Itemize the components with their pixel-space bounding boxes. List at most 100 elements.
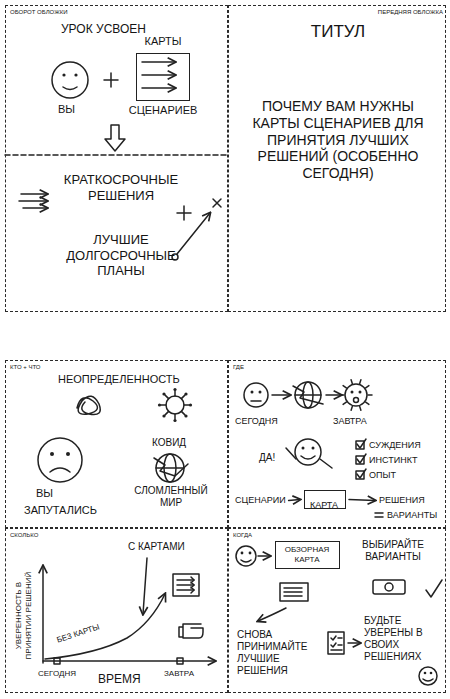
- text-label: РЕШЕНИЯ: [379, 495, 425, 506]
- when-illustration: [236, 546, 442, 685]
- flow-arrow: [349, 499, 375, 501]
- map-box: КАРТЫСЦЕНАРИЕВ: [136, 53, 190, 101]
- text-label: СЦЕНАРИЕВ: [129, 104, 198, 117]
- decision-arrows: [19, 194, 47, 208]
- spike-stroke: [174, 391, 176, 396]
- spike-stroke: [181, 411, 185, 415]
- spike-stroke: [343, 402, 346, 404]
- spike-dot: [173, 388, 176, 391]
- spike-dot: [162, 392, 165, 395]
- face-icon: [244, 383, 268, 407]
- broken-globe: [154, 454, 188, 482]
- text-label: БЕЗ КАРТЫ: [56, 622, 101, 645]
- panel-label: СКОЛЬКО: [10, 532, 38, 539]
- face-icon: [236, 546, 256, 566]
- spike-stroke: [366, 386, 369, 388]
- happy-face: [419, 667, 437, 685]
- y-axis: [42, 566, 44, 663]
- text-label: КОВИД: [152, 437, 186, 449]
- text-label: СЕГОДНЯ: [235, 416, 278, 427]
- text-label: ВРЕМЯ: [98, 672, 141, 686]
- map-icon: [173, 574, 199, 596]
- spike-stroke: [340, 394, 344, 396]
- panel-label: ОБОРОТ ОБЛОЖКИ: [10, 9, 68, 16]
- panel: ОБОРОТ ОБЛОЖКИУРОК УСВОЕНВЫКРАТКОСРОЧНЫЕ…: [5, 5, 228, 312]
- text-label: ПОЧЕМУ ВАМ НУЖНЫ КАРТЫ СЦЕНАРИЕВ ДЛЯ ПРИ…: [243, 98, 433, 182]
- text-label: ДА!: [259, 452, 275, 464]
- text-label: СНОВА ПРИНИМАЙТЕ ЛУЧШИЕ РЕШЕНИЯ: [237, 629, 322, 677]
- hand-pointer: [179, 624, 203, 638]
- text-label: ВЫ: [36, 487, 53, 500]
- text-label: УРОК УСВОЕН: [61, 22, 146, 36]
- text-label: НЕОПРЕДЕЛЕННОСТЬ: [58, 373, 180, 386]
- lesson-illustration: [5, 62, 228, 260]
- spike-stroke: [366, 402, 369, 404]
- text-label: ИНСТИНКТ: [369, 455, 417, 466]
- arrow: [326, 394, 341, 396]
- how-much-illustration: [43, 558, 215, 664]
- down-arrow: [105, 125, 125, 151]
- text-label: КАРТА: [310, 500, 338, 511]
- spike-stroke: [360, 380, 361, 384]
- spike-stroke: [360, 406, 361, 410]
- text-label: С КАРТАМИ: [128, 541, 185, 553]
- checklist-icon: [328, 632, 344, 654]
- text-label: ВЫБИРАЙТЕ ВАРИАНТЫ: [347, 539, 439, 563]
- plan-arrow: [172, 199, 221, 260]
- map-arrows: [142, 62, 175, 88]
- spike-stroke: [343, 386, 346, 388]
- spike-dot: [184, 392, 187, 395]
- panel: ПЕРЕДНЯЯ ОБЛОЖКА ТИТУЛ ПОЧЕМУ ВАМ НУЖНЫ КА…: [228, 5, 446, 312]
- spike-dot: [162, 414, 165, 417]
- spike-stroke: [181, 395, 185, 399]
- arrow: [143, 558, 147, 614]
- checkboxes: [356, 439, 366, 479]
- spike-stroke: [368, 394, 372, 396]
- spike-dot: [173, 419, 176, 422]
- spike-stroke: [184, 404, 189, 406]
- arrow: [258, 555, 270, 557]
- text-label: ЗАВТРА: [164, 669, 194, 679]
- curved-arrow: [258, 608, 286, 621]
- money-icon: [373, 580, 405, 594]
- divider-line: [5, 154, 228, 156]
- text-label: КРАТКОСРОЧНЫЕ РЕШЕНИЯ: [56, 172, 186, 203]
- plus-sign: [177, 206, 191, 220]
- happy-face: [286, 439, 332, 468]
- plus-sign: [104, 73, 118, 87]
- sad-face: [38, 438, 82, 482]
- panel: КТО + ЧТОНЕОПРЕДЕЛЕННОСТЬВЫЗАПУТАЛИСЬКОВ…: [5, 360, 228, 528]
- text-label: ЗАВТРА: [333, 416, 367, 427]
- arrow: [348, 642, 360, 644]
- text-label: ЛУЧШИЕ ДОЛГОСРОЧНЫЕ ПЛАНЫ: [56, 232, 186, 279]
- panel-label: КТО + ЧТО: [10, 364, 40, 371]
- text-label: СЛОМЛЕННЫЙ МИР: [128, 485, 214, 509]
- broken-globe: [293, 382, 323, 408]
- spike-stroke: [351, 406, 352, 410]
- spike-dot: [158, 403, 161, 406]
- spike-stroke: [165, 411, 169, 415]
- panel-label: ГДЕ: [233, 364, 244, 371]
- text-label: ТИТУЛ: [288, 22, 388, 42]
- virus-icon: [158, 388, 192, 422]
- text-label: СЦЕНАРИИ: [235, 495, 286, 506]
- panel-label: ПЕРЕДНЯЯ ОБЛОЖКА: [369, 9, 443, 16]
- text-label: БУДЬТЕ УВЕРЕНЫ В СВОИХ РЕШЕНИЯХ: [364, 615, 434, 663]
- arrow: [272, 394, 290, 396]
- spike-stroke: [165, 395, 169, 399]
- tick: [54, 658, 60, 664]
- text-label: КАРТЫ: [144, 35, 181, 48]
- check-mark: [426, 580, 442, 597]
- panel-label: КОГДА: [233, 532, 252, 539]
- text-label: УВЕРЕННОСТЬ В ПРИНЯТИИ РЕШЕНИЙ: [14, 571, 33, 661]
- tick: [177, 658, 183, 664]
- who-what-illustration: [38, 388, 192, 482]
- text-label: ВАРИАНТЫ: [387, 510, 437, 521]
- text-label: СУЖДЕНИЯ: [369, 440, 421, 451]
- x-axis: [43, 660, 215, 662]
- panel: КОГДА ВЫБИРАЙТЕ ВАРИАНТЫ СНОВА ПРИНИМАЙТЕ …: [228, 528, 446, 693]
- overview-map-box: ОБЗОРНАЯ КАРТА: [275, 541, 340, 569]
- equals-sign: [375, 513, 383, 517]
